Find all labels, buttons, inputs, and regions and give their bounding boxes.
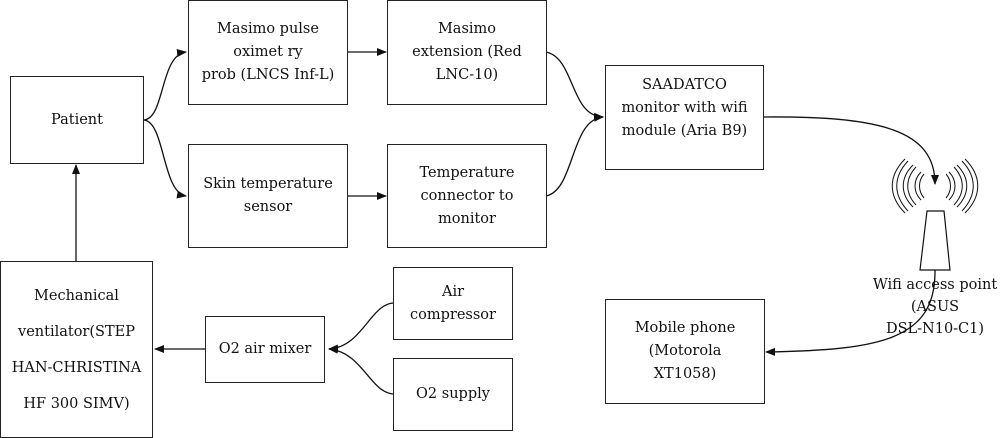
node-o2-air-mixer: O2 air mixer bbox=[205, 316, 325, 383]
node-patient-label: Patient bbox=[51, 111, 103, 128]
node-masimo-extension: Masimo extension (Red LNC-10) bbox=[387, 0, 547, 105]
node-temperature-connector-label: Temperature connector to monitor bbox=[419, 164, 515, 227]
edge-patient-to-pulse-probe bbox=[143, 49, 187, 121]
node-air-compressor-label: Air compressor bbox=[410, 283, 496, 323]
node-skin-temperature-sensor: Skin temperature sensor bbox=[188, 144, 348, 248]
node-o2-supply: O2 supply bbox=[393, 358, 513, 431]
node-skin-temperature-sensor-label: Skin temperature sensor bbox=[203, 176, 333, 215]
edge-temp-connector-to-monitor bbox=[545, 113, 604, 197]
node-masimo-extension-label: Masimo extension (Red LNC-10) bbox=[412, 21, 522, 83]
node-mobile-phone: Mobile phone (Motorola XT1058) bbox=[605, 299, 765, 404]
node-saadatco-monitor: SAADATCO monitor with wifi module (Aria … bbox=[605, 65, 764, 170]
node-o2-supply-label: O2 supply bbox=[416, 386, 490, 402]
node-patient: Patient bbox=[10, 76, 144, 164]
edge-monitor-to-access-point bbox=[763, 116, 939, 185]
edge-compressor-to-mixer bbox=[328, 302, 394, 353]
node-air-compressor: Air compressor bbox=[393, 267, 513, 340]
node-saadatco-monitor-label: SAADATCO monitor with wifi module (Aria … bbox=[621, 77, 748, 139]
node-mechanical-ventilator: Mechanical ventilator(STEP HAN-CHRISTINA… bbox=[0, 261, 153, 438]
node-mobile-phone-label: Mobile phone (Motorola XT1058) bbox=[634, 320, 736, 382]
node-wifi-access-point-label: Wifi access point (ASUS DSL-N10-C1) bbox=[872, 277, 998, 337]
node-temperature-connector: Temperature connector to monitor bbox=[387, 144, 547, 248]
edge-patient-to-skin-sensor bbox=[143, 119, 187, 199]
node-o2-air-mixer-label: O2 air mixer bbox=[218, 341, 312, 357]
edge-o2-supply-to-mixer bbox=[328, 345, 394, 395]
node-mechanical-ventilator-label: Mechanical ventilator(STEP HAN-CHRISTINA… bbox=[11, 287, 142, 412]
wifi-antenna-icon bbox=[891, 158, 979, 271]
node-pulse-oximetry-probe: Masimo pulse oximet ry prob (LNCS Inf-L) bbox=[188, 0, 348, 105]
node-pulse-oximetry-probe-label: Masimo pulse oximet ry prob (LNCS Inf-L) bbox=[201, 21, 335, 83]
edge-extension-to-monitor bbox=[545, 51, 604, 121]
edge-access-point-to-mobile bbox=[765, 269, 936, 356]
